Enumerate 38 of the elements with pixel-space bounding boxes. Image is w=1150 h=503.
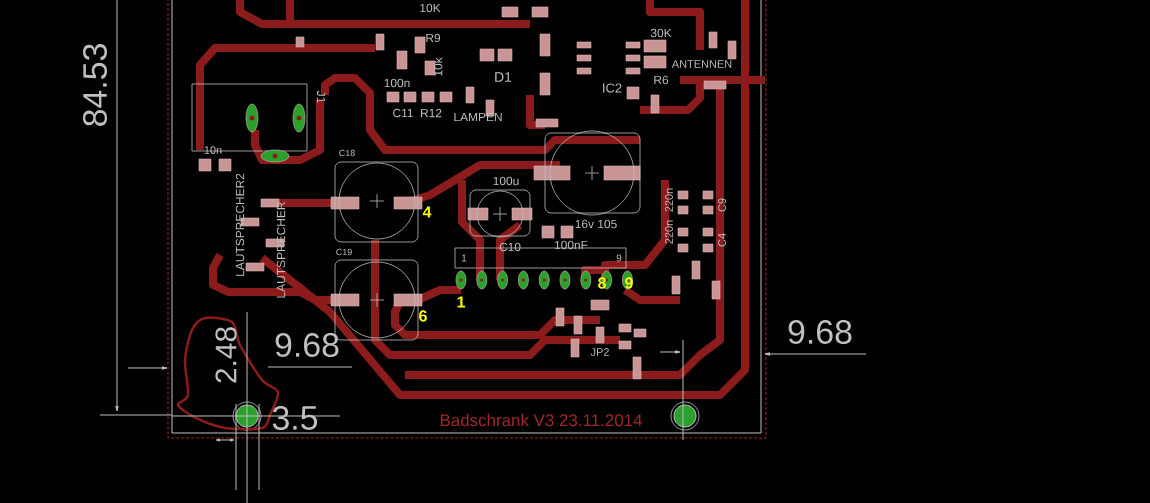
component-label: JP2 bbox=[590, 348, 609, 356]
pin-number: 8 bbox=[598, 277, 606, 289]
component-label: 10k bbox=[433, 57, 443, 76]
component-label: R9 bbox=[426, 33, 441, 43]
component-label: J1 bbox=[316, 90, 326, 103]
dimension-value: 9.68 bbox=[275, 333, 339, 357]
component-label: 100nF bbox=[554, 240, 588, 250]
component-label: 220n bbox=[665, 188, 673, 212]
component-label: C4 bbox=[718, 233, 726, 247]
pin-number: 4 bbox=[422, 206, 432, 218]
component-label: R12 bbox=[421, 108, 442, 118]
pin-number: 1 bbox=[457, 296, 465, 308]
dimension-value: 84.53 bbox=[83, 44, 107, 126]
component-label: 10n bbox=[204, 146, 222, 154]
pin-number: 9 bbox=[625, 277, 633, 289]
pin-label: 1 bbox=[462, 254, 467, 262]
component-label: C19 bbox=[336, 248, 352, 256]
component-label: 16v 105 bbox=[575, 219, 617, 229]
component-label: 100n bbox=[384, 78, 410, 88]
component-label: C18 bbox=[339, 149, 355, 157]
component-label: R6 bbox=[654, 75, 669, 85]
component-label: C10 bbox=[499, 242, 521, 252]
pin-number: 6 bbox=[419, 310, 427, 322]
component-label: C9 bbox=[718, 198, 726, 212]
component-label: 10K bbox=[420, 3, 441, 13]
dimension-value: 2.48 bbox=[215, 327, 237, 383]
dimension-value: 3.5 bbox=[272, 406, 318, 430]
component-label: 30K bbox=[650, 28, 672, 38]
component-label: LAUTSPRECHER2 bbox=[235, 173, 245, 276]
component-label: 220n bbox=[665, 220, 673, 244]
dimension-value: 9.68 bbox=[788, 320, 852, 344]
pin-label: 9 bbox=[616, 254, 622, 262]
component-label: IC2 bbox=[603, 83, 622, 93]
board-title: Badschrank V3 23.11.2014 bbox=[440, 413, 642, 427]
component-label: ANTENNEN bbox=[671, 60, 732, 68]
component-label: C11 bbox=[393, 108, 413, 118]
component-label: D1 bbox=[495, 72, 512, 82]
component-label: 100u bbox=[493, 176, 519, 186]
